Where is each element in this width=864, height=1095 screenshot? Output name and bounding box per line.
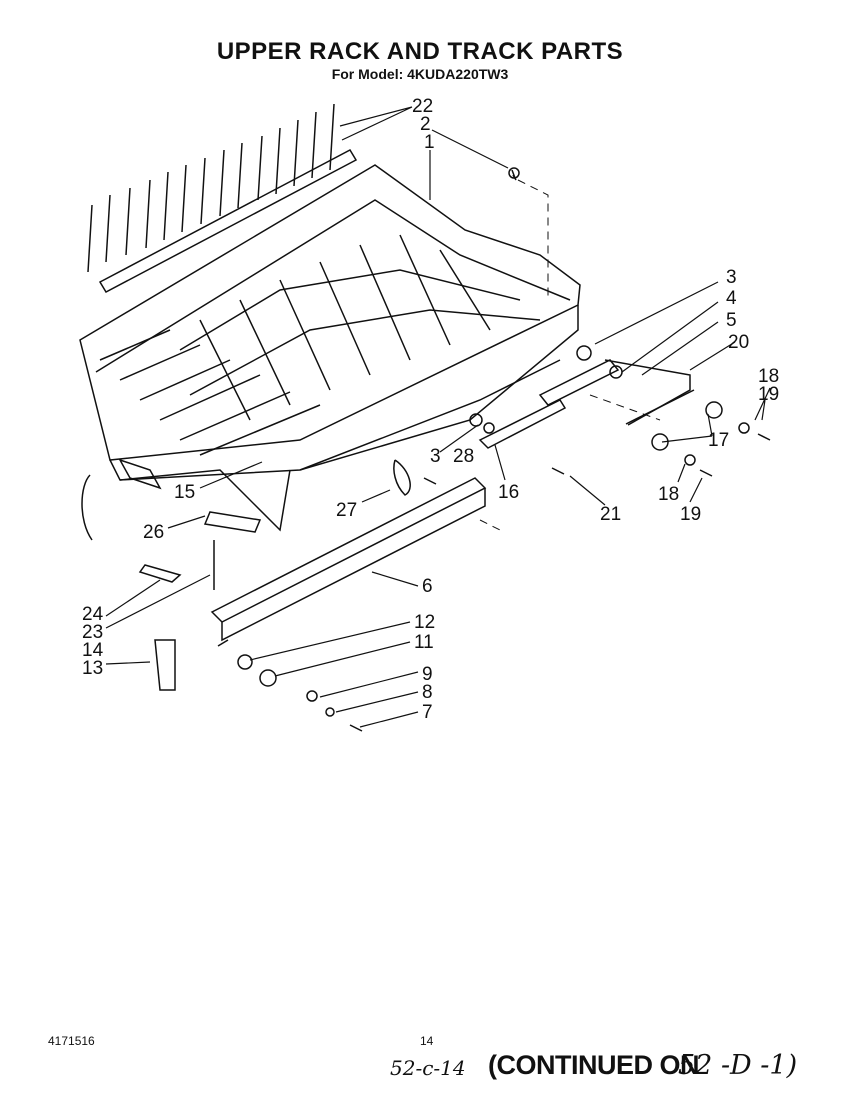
callout-7: 7 — [422, 702, 433, 723]
callout-3a: 3 — [726, 267, 737, 288]
callout-9: 9 — [422, 664, 433, 685]
callout-19a: 19 — [758, 384, 779, 405]
callout-23: 23 — [82, 622, 103, 643]
callout-24: 24 — [82, 604, 104, 625]
callout-28: 28 — [453, 446, 474, 467]
callout-27: 27 — [336, 500, 357, 521]
right-hardware — [423, 167, 771, 485]
leader-lines — [105, 106, 771, 728]
callout-6: 6 — [422, 576, 433, 597]
tine-row — [87, 103, 358, 293]
callout-8: 8 — [422, 682, 433, 703]
alignment-lines — [479, 179, 661, 531]
callout-3b: 3 — [430, 446, 441, 467]
callout-18a: 18 — [758, 366, 779, 387]
callout-22: 22 — [412, 96, 433, 117]
callout-5: 5 — [726, 310, 737, 331]
handwritten-reference: 52-c-14 — [390, 1056, 466, 1080]
callout-2: 2 — [420, 114, 431, 135]
callout-26: 26 — [143, 522, 164, 543]
continued-note: (CONTINUED ON — [488, 1050, 700, 1080]
handwritten-continued-target: 52 -D -1) — [678, 1050, 798, 1081]
page-title: UPPER RACK AND TRACK PARTS — [216, 38, 624, 65]
callout-15: 15 — [174, 482, 195, 503]
track-rail — [210, 477, 487, 647]
left-hardware — [81, 458, 411, 732]
callout-14: 14 — [82, 640, 104, 661]
page-number: 14 — [420, 1034, 434, 1048]
callout-16: 16 — [498, 482, 519, 503]
callout-13: 13 — [82, 658, 103, 679]
callout-labels: 22 2 1 3 4 5 20 18 19 17 18 19 21 16 3 2… — [82, 96, 779, 723]
callout-20: 20 — [728, 332, 749, 353]
upper-rack-basket — [79, 164, 581, 532]
callout-11: 11 — [414, 632, 434, 653]
document-number: 4171516 — [48, 1034, 95, 1048]
callout-21: 21 — [600, 504, 621, 525]
callout-12: 12 — [414, 612, 435, 633]
callout-19b: 19 — [680, 504, 701, 525]
callout-1: 1 — [424, 132, 435, 153]
callout-17: 17 — [708, 430, 729, 451]
model-subtitle: For Model: 4KUDA220TW3 — [331, 66, 509, 82]
callout-18b: 18 — [658, 484, 679, 505]
callout-4: 4 — [726, 288, 737, 309]
